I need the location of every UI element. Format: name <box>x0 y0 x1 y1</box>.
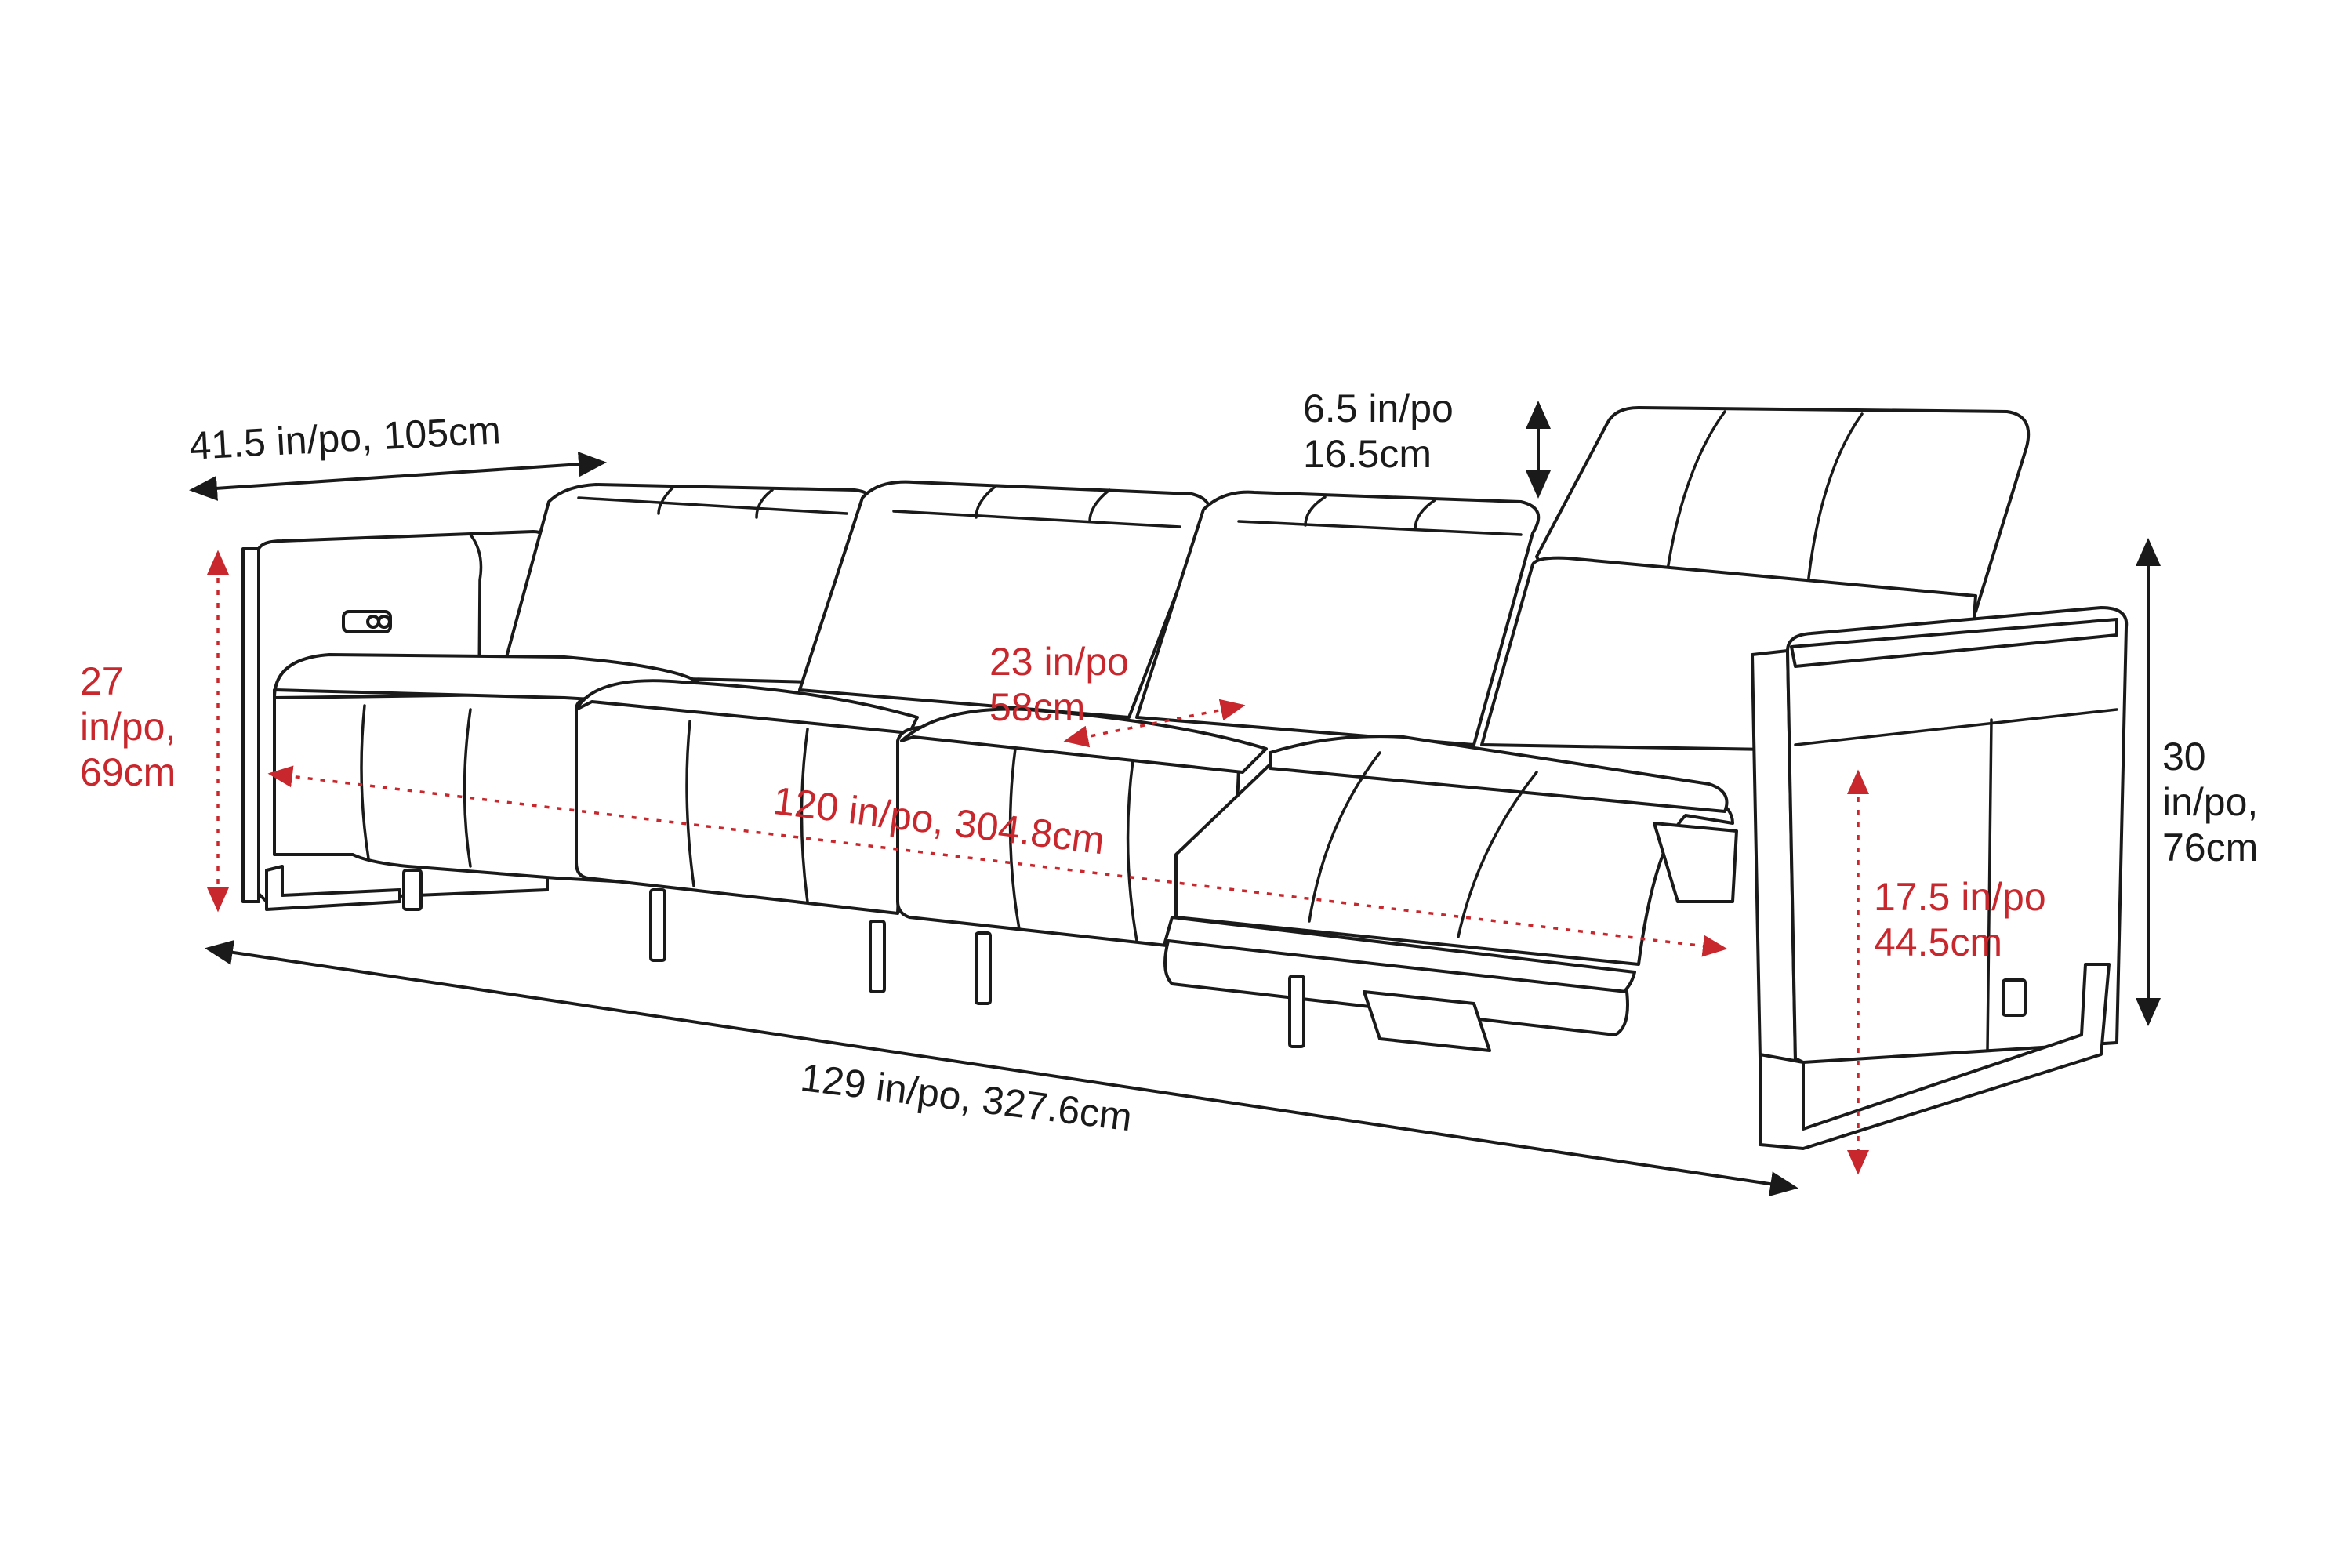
back-cushions <box>500 480 1541 746</box>
seat-height-label-line1: 17.5 in/po <box>1874 875 2046 919</box>
extended-footrest <box>1163 735 1738 1052</box>
headrest-label-line1: 6.5 in/po <box>1303 387 1454 430</box>
overall-height-label-line3: 76cm <box>2162 826 2259 869</box>
seat-depth-label-line1: 23 in/po <box>989 640 1129 684</box>
seat-depth-dimension-line <box>1063 699 1246 748</box>
arm-height-label-line1: 27 <box>80 659 124 703</box>
overall-width-dimension-line <box>205 939 1798 1197</box>
black-dimension-lines <box>189 401 2161 1197</box>
depth-dimension-line <box>189 452 607 501</box>
headrest-label-line2: 16.5cm <box>1303 432 1432 476</box>
arm-height-label-line3: 69cm <box>80 750 176 794</box>
overall-height-label-line2: in/po, <box>2162 780 2259 824</box>
sofa-drawing <box>241 406 2129 1150</box>
arm-height-label-line2: in/po, <box>80 705 176 749</box>
seat-height-label: 17.5 in/po 44.5cm <box>1874 874 2046 965</box>
red-dimension-lines <box>207 550 1869 1175</box>
arm-height-label: 27 in/po, 69cm <box>80 659 176 795</box>
seat-height-label-line2: 44.5cm <box>1874 920 2002 964</box>
overall-height-label: 30 in/po, 76cm <box>2162 734 2258 870</box>
seat-width-dimension-line <box>267 765 1728 957</box>
seat-depth-label: 23 in/po 58cm <box>989 639 1129 730</box>
headrest-label: 6.5 in/po 16.5cm <box>1303 386 1454 477</box>
seat-depth-label-line2: 58cm <box>989 685 1086 729</box>
overall-height-label-line1: 30 <box>2162 735 2206 779</box>
